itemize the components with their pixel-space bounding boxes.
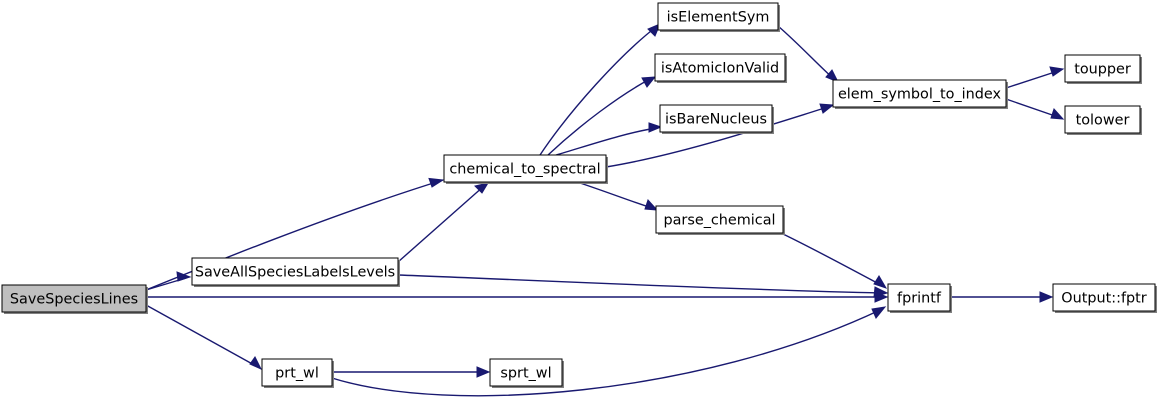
node-isAtomicIonValid[interactable]: isAtomicIonValid [654,53,787,83]
edge-line [547,78,651,156]
edge-chemical_to_spectral-to-isElementSym [539,23,661,156]
node-parse_chemical[interactable]: parse_chemical [655,205,785,235]
arrowhead-icon [648,122,663,133]
node-label: toupper [1074,62,1131,78]
node-label: tolower [1076,113,1130,129]
edge-line [782,233,882,286]
arrowhead-icon [1049,66,1065,77]
node-rect[interactable] [261,358,333,387]
node-elem_symbol_to_index[interactable]: elem_symbol_to_index [832,79,1008,109]
edge-line [397,185,485,263]
arrowhead-icon [474,182,490,194]
arrowhead-icon [825,69,840,83]
arrowhead-icon [476,366,491,378]
node-chemical_to_spectral[interactable]: chemical_to_spectral [443,154,608,184]
edge-prt_wl-to-fprintf [331,306,887,397]
arrowhead-icon [176,271,192,282]
node-label: parse_chemical [663,213,775,229]
edge-elem_symbol_to_index-to-tolower [1005,98,1065,120]
arrowhead-icon [249,356,263,371]
edge-line [1005,70,1059,89]
edge-elem_symbol_to_index-to-toupper [1005,66,1065,89]
node-label: elem_symbol_to_index [838,87,1002,103]
arrowhead-icon [873,286,889,298]
edge-line [145,304,257,367]
edge-chemical_to_spectral-to-isBareNucleus [555,122,663,156]
edge-line [579,182,653,209]
edge-chemical_to_spectral-to-parse_chemical [579,182,659,211]
arrowhead-icon [871,306,887,319]
node-fprintf[interactable]: fprintf [887,283,952,313]
edge-line [1005,98,1059,118]
node-SaveAllSpeciesLabelsLevels[interactable]: SaveAllSpeciesLabelsLevels [191,257,400,287]
edge-SaveSpeciesLines-to-prt_wl [145,304,263,371]
edge-fprintf-to-Output::fptr [950,291,1054,303]
node-label: prt_wl [275,366,319,382]
node-rect[interactable] [1,284,147,313]
node-prt_wl[interactable]: prt_wl [261,358,334,388]
node-Output::fptr[interactable]: Output::fptr [1052,283,1157,313]
edge-parse_chemical-to-fprintf [782,233,888,289]
edge-SaveSpeciesLines-to-SaveAllSpeciesLabelsLevels [145,271,192,291]
arrowhead-icon [819,103,835,114]
edge-line [397,274,883,294]
edges-layer [145,23,1065,397]
node-rect[interactable] [887,283,951,312]
node-label: chemical_to_spectral [449,162,600,178]
node-isElementSym[interactable]: isElementSym [657,2,780,32]
edge-isElementSym-to-elem_symbol_to_index [777,25,840,83]
node-rect[interactable] [659,104,773,133]
node-label: Output::fptr [1061,291,1147,307]
node-sprt_wl[interactable]: sprt_wl [489,358,564,388]
edge-line [605,106,829,168]
edge-SaveAllSpeciesLabelsLevels-to-fprintf [397,274,889,298]
node-label: SaveSpeciesLines [10,292,138,308]
node-label: isBareNucleus [665,112,767,128]
edge-prt_wl-to-sprt_wl [332,366,491,378]
edge-line [555,127,657,156]
node-tolower[interactable]: tolower [1064,105,1142,135]
edge-SaveSpeciesLines-to-fprintf [146,291,889,303]
edge-chemical_to_spectral-to-elem_symbol_to_index [605,103,835,168]
arrowhead-icon [644,199,659,211]
arrowhead-icon [428,177,445,188]
node-rect[interactable] [1052,283,1156,312]
edge-line [331,309,881,397]
node-rect[interactable] [191,257,399,286]
node-rect[interactable] [832,79,1007,108]
arrowhead-icon [641,76,657,88]
arrowhead-icon [873,275,888,289]
node-label: fprintf [897,291,942,307]
node-isBareNucleus[interactable]: isBareNucleus [659,104,774,134]
node-rect[interactable] [1064,54,1141,83]
node-rect[interactable] [657,2,779,31]
edge-SaveAllSpeciesLabelsLevels-to-chemical_to_spectral [397,182,490,263]
node-rect[interactable] [1064,105,1141,134]
node-label: isAtomicIonValid [661,61,779,77]
arrowhead-icon [1050,108,1065,120]
node-rect[interactable] [443,154,607,183]
node-rect[interactable] [655,205,784,234]
node-rect[interactable] [654,53,786,82]
node-SaveSpeciesLines[interactable]: SaveSpeciesLines [1,284,148,314]
edge-chemical_to_spectral-to-isAtomicIonValid [547,76,657,156]
node-label: sprt_wl [500,366,551,382]
nodes-layer: SaveSpeciesLines SaveAllSpeciesLabelsLeve… [1,2,1157,388]
arrowhead-icon [1039,291,1054,303]
node-label: isElementSym [667,10,770,26]
node-rect[interactable] [489,358,563,387]
node-label: SaveAllSpeciesLabelsLevels [195,265,395,281]
edge-SaveSpeciesLines-to-chemical_to_spectral [145,177,445,291]
edge-line [145,179,444,291]
edge-line [539,26,657,156]
node-toupper[interactable]: toupper [1064,54,1142,84]
